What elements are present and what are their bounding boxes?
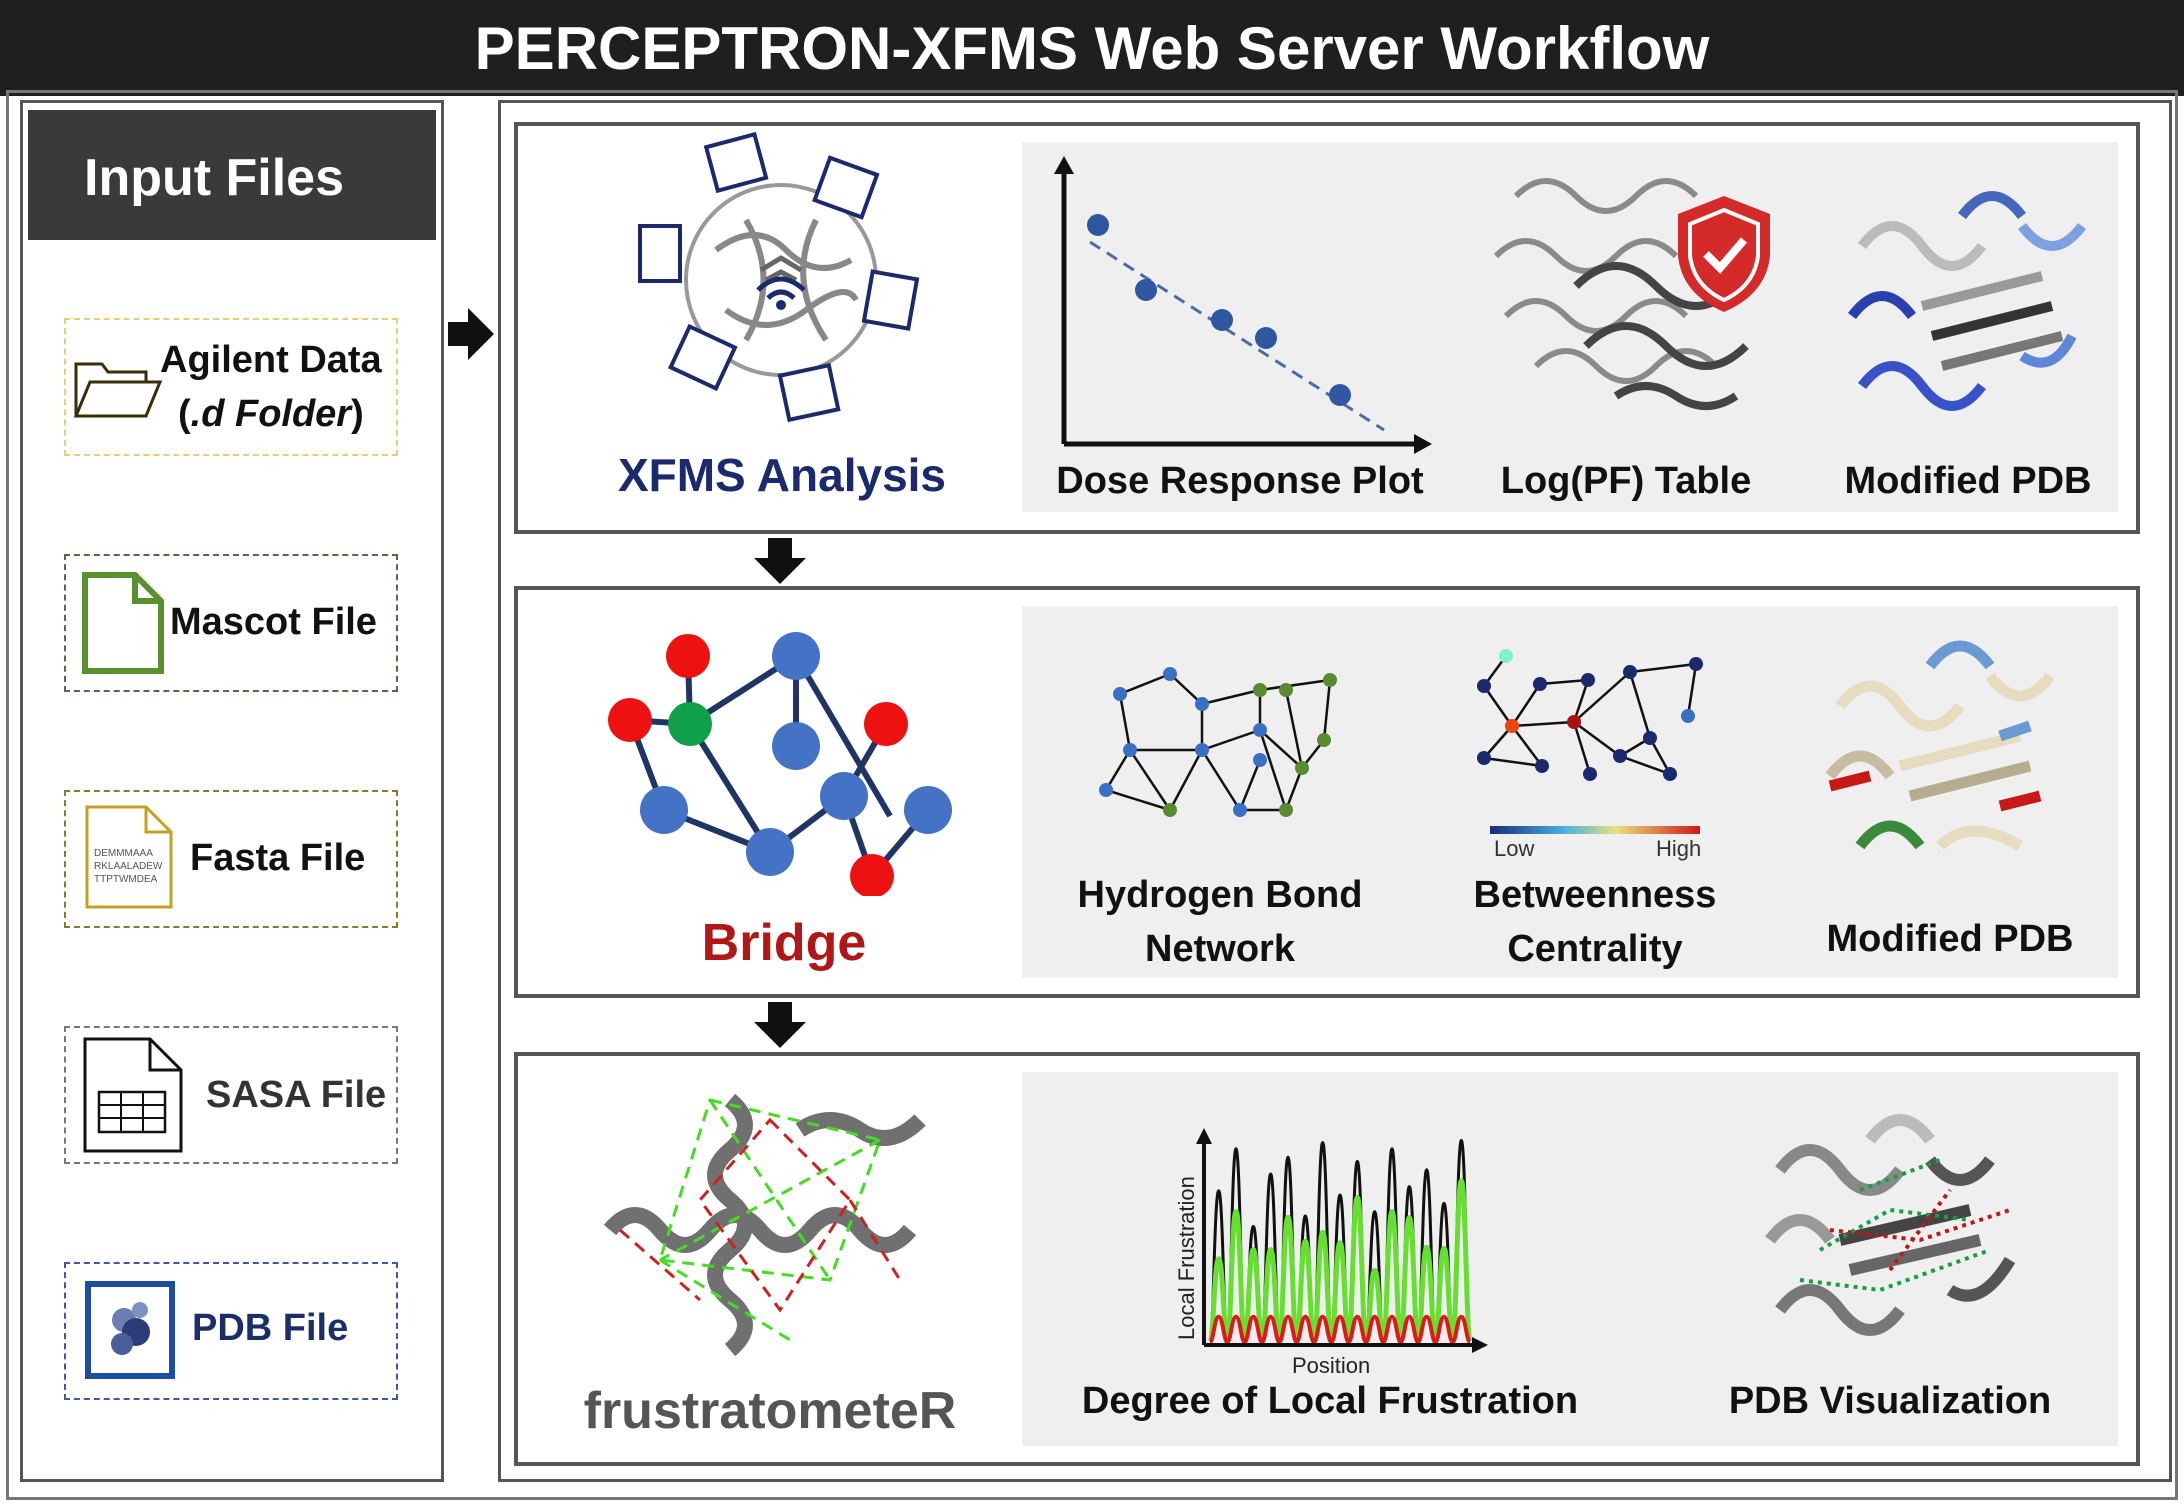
frustration-curve-green: [1207, 1178, 1473, 1345]
modified-pdb-icon: [1848, 191, 2086, 411]
xfms-analysis-label: XFMS Analysis: [617, 449, 947, 501]
agilent-data-label: Agilent Data: [160, 339, 382, 381]
local-frustration-label: Degree of Local Frustration: [1081, 1380, 1579, 1422]
hydrogen-bond-label-2: Network: [1145, 928, 1295, 970]
modified-pdb-label: Modified PDB: [1844, 460, 2092, 502]
pdb-visualization-icon: [1765, 1114, 2016, 1336]
local-frustration-plot: Local Frustration Position: [1174, 1128, 1488, 1378]
fasta-file-label: Fasta File: [190, 837, 366, 879]
right-arrow-icon: [448, 308, 494, 360]
fasta-seq-line-1: DEMMMAAA: [94, 848, 153, 859]
xfms-outputs-panel: [1022, 142, 2118, 512]
local-frustration-ylabel: Local Frustration: [1174, 1176, 1199, 1340]
dose-response-plot: [1054, 156, 1432, 454]
paren-close: ): [351, 393, 364, 435]
frustration-curve-red: [1208, 1314, 1472, 1345]
logpf-protein-shield-icon: [1493, 178, 1770, 410]
bridge-label: Bridge: [701, 914, 867, 972]
modified-pdb-colored-icon: [1825, 640, 2055, 851]
bridge-network-icon: [608, 632, 952, 896]
betweenness-label-1: Betweenness: [1473, 874, 1717, 916]
spreadsheet-icon: [83, 1037, 183, 1153]
fasta-document-icon: DEMMMAAA RKLAALADEW TTPTWMDEA: [85, 805, 173, 909]
hydrogen-bond-network-icon: [1099, 667, 1337, 817]
agilent-folder-label: (.d Folder): [178, 392, 364, 438]
xfms-protein-icon: [638, 131, 920, 423]
folder-ext: .d Folder: [190, 393, 352, 435]
betweenness-label-2: Centrality: [1507, 928, 1683, 970]
hydrogen-bond-label-1: Hydrogen Bond: [1077, 874, 1363, 916]
pdb-visualization-label: PDB Visualization: [1728, 1380, 2052, 1422]
pdb-structure-icon: [85, 1281, 175, 1379]
scale-high-label: High: [1656, 836, 1701, 861]
local-frustration-curves: [1207, 1138, 1473, 1345]
fasta-seq-line-2: RKLAALADEW: [94, 861, 163, 872]
folder-icon: [73, 362, 163, 418]
frustration-curve-black: [1208, 1138, 1472, 1344]
paren-open: (: [178, 393, 191, 435]
input-files-title: Input Files: [84, 149, 344, 207]
frustratometer-label: frustratometeR: [583, 1382, 957, 1440]
page-title: PERCEPTRON-XFMS Web Server Workflow: [0, 0, 2184, 96]
position-xlabel: Position: [1292, 1353, 1370, 1378]
pdb-file-label: PDB File: [192, 1307, 349, 1349]
file-icon: [82, 572, 164, 674]
frustratometer-helix-icon: [603, 1093, 926, 1357]
input-files-header: [28, 110, 436, 240]
fasta-seq-line-3: TTPTWMDEA: [94, 874, 158, 885]
betweenness-centrality-icon: Low High: [1477, 649, 1703, 861]
logpf-table-label: Log(PF) Table: [1500, 460, 1752, 502]
down-arrow-icon: [754, 538, 806, 584]
dose-response-plot-label: Dose Response Plot: [1056, 460, 1424, 502]
modified-pdb-label-2: Modified PDB: [1826, 918, 2074, 960]
mascot-file-label: Mascot File: [170, 601, 377, 643]
down-arrow-icon-2: [754, 1002, 806, 1048]
sasa-file-label: SASA File: [206, 1074, 387, 1116]
scale-low-label: Low: [1494, 836, 1534, 861]
